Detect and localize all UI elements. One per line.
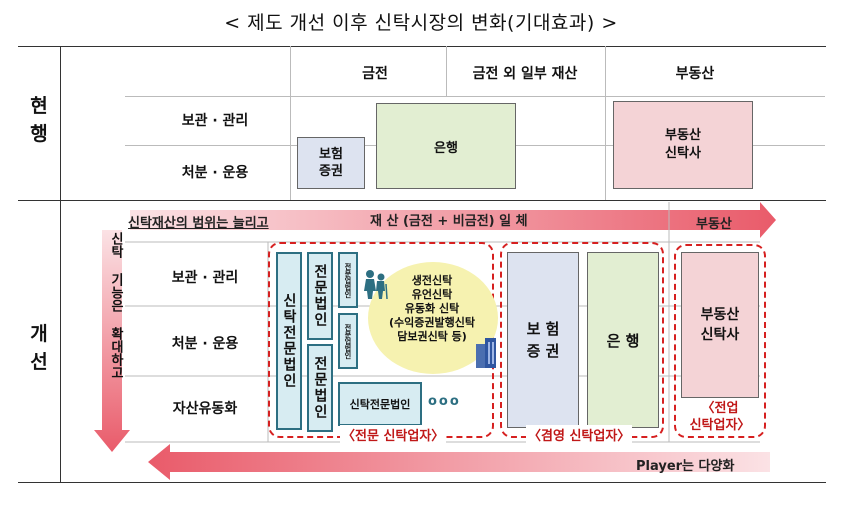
grid-line: [605, 46, 606, 200]
function-custody: 보관 · 관리: [181, 113, 249, 129]
table-top-border: [18, 46, 826, 47]
function-text: 신탁 기능은 확대하고: [108, 232, 123, 379]
function-securitization: 자산유동화: [172, 401, 238, 417]
current-insurance-securities-box: 보험 증권: [297, 137, 365, 189]
trust-specialist-box: 신탁전문법인: [276, 252, 302, 430]
column-nonmoney: 금전 외 일부 재산: [472, 66, 578, 82]
general-group-label: 〈겸영 신탁업자〉: [526, 425, 633, 444]
table-mid-border: [18, 200, 826, 201]
small-specialist-box-1: 전문업법인: [338, 252, 358, 308]
realestate-arrow-label: 부동산: [696, 217, 732, 232]
player-text: Player는 다양화: [636, 459, 735, 474]
all-property-text: 재 산 (금전 + 비금전) 일 체: [370, 214, 528, 229]
table-bottom-border: [18, 482, 826, 483]
row-header-divider: [60, 46, 61, 482]
grid-line: [446, 46, 447, 96]
elderly-people-icon: [364, 270, 388, 300]
dedicated-group-label: 〈전업 신탁업자〉: [680, 400, 760, 434]
specialist-box-2: 전문법인: [307, 344, 333, 432]
small-specialist-box-2: 전문업법인: [338, 313, 358, 369]
more-dots: ooo: [428, 394, 461, 409]
scope-text: 신탁재산의 범위는 늘리고: [128, 216, 269, 231]
column-realestate: 부동산: [675, 66, 715, 82]
improved-insurance-securities-box: 보 험 증 권: [507, 252, 579, 428]
dedicated-group-border: [674, 244, 766, 438]
arrows-layer: [94, 202, 776, 480]
current-bank-box: 은행: [376, 103, 516, 189]
current-row-label: 현 행: [30, 95, 48, 145]
grid-line: [125, 96, 825, 97]
improved-realestate-trust-box: 부동산 신탁사: [681, 252, 759, 398]
function-custody: 보관 · 관리: [171, 270, 239, 286]
column-money: 금전: [362, 66, 388, 82]
function-arrow: [94, 230, 130, 452]
specialist-group-label: 〈전문 신탁업자〉: [340, 425, 447, 444]
trust-specialist-h-box: 신탁전문법인: [338, 382, 422, 426]
improved-row-label: 개 선: [30, 323, 48, 373]
page-title: < 제도 개선 이후 신탁시장의 변화(기대효과) >: [224, 12, 618, 34]
property-scope-arrow: [130, 202, 776, 238]
function-disposal: 처분 · 운용: [171, 336, 239, 352]
player-arrow: [148, 444, 770, 480]
building-icon: [476, 338, 496, 368]
trust-types-text: 생전신탁 유언신탁 유동화 신탁 (수익증권발행신탁 담보권신탁 등): [389, 274, 475, 343]
function-disposal: 처분 · 운용: [181, 165, 249, 181]
improved-bank-box: 은 행: [587, 252, 659, 428]
current-realestate-trust-box: 부동산 신탁사: [613, 101, 753, 189]
specialist-box-1: 전문법인: [307, 252, 333, 340]
grid-line: [290, 46, 291, 200]
